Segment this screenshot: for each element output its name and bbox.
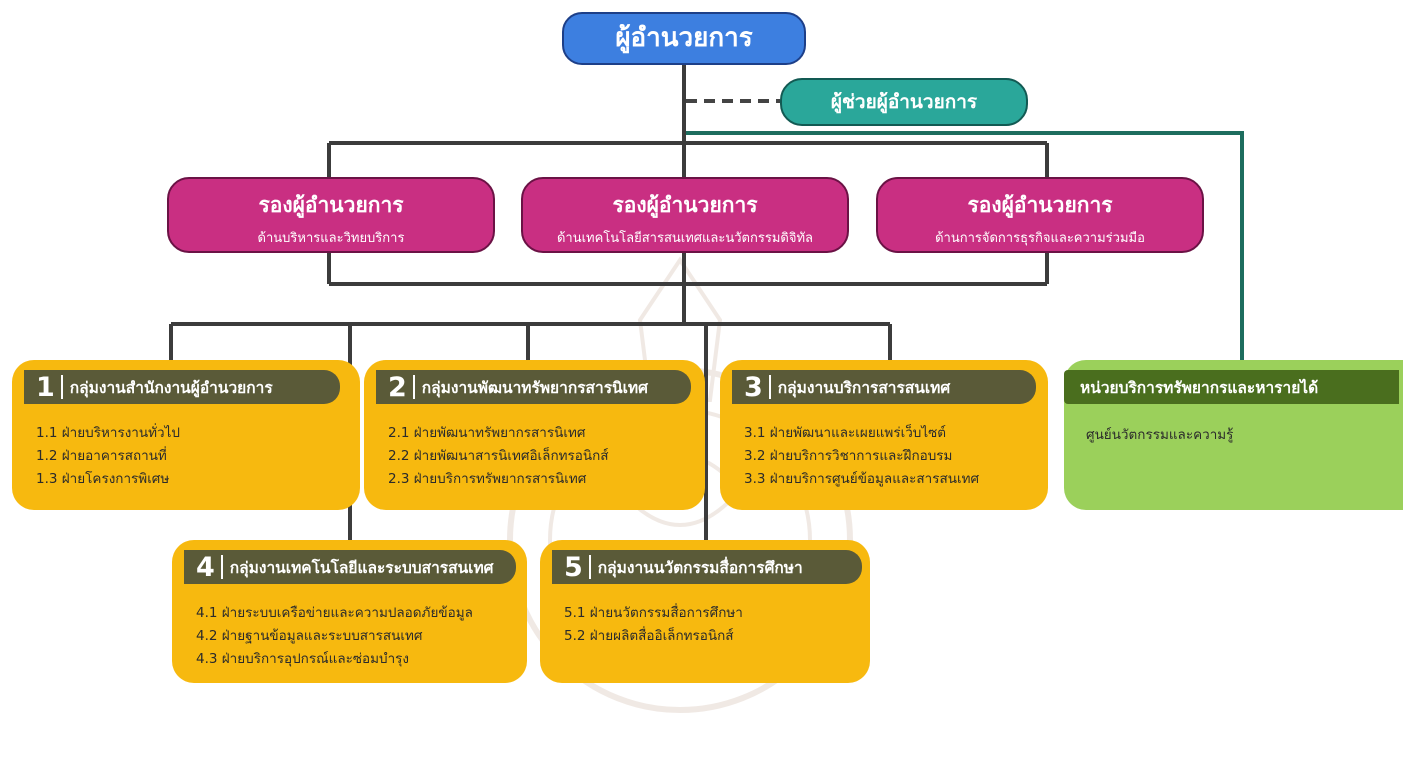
deputy-director-business-box: รองผู้อำนวยการ ด้านการจัดการธุรกิจและควา… (876, 177, 1204, 253)
list-item: 2.2 ฝ่ายพัฒนาสารนิเทศอิเล็กทรอนิกส์ (388, 448, 609, 464)
list-item: 5.1 ฝ่ายนวัตกรรมสื่อการศึกษา (564, 605, 743, 621)
list-item: 1.1 ฝ่ายบริหารงานทั่วไป (36, 425, 180, 441)
deputy-title: รองผู้อำนวยการ (258, 193, 404, 217)
group-title: กลุ่มงานบริการสารสนเทศ (777, 378, 951, 397)
revenue-unit-box: หน่วยบริการทรัพยากรและหารายได้ ศูนย์นวัต… (1064, 360, 1403, 510)
list-item: 4.3 ฝ่ายบริการอุปกรณ์และซ่อมบำรุง (196, 651, 410, 667)
group-5-box: 5 กลุ่มงานนวัตกรรมสื่อการศึกษา 5.1 ฝ่ายน… (540, 540, 870, 683)
assistant-director-title: ผู้ช่วยผู้อำนวยการ (830, 91, 978, 113)
group-header: 4 กลุ่มงานเทคโนโลยีและระบบสารสนเทศ (184, 550, 516, 584)
group-3-box: 3 กลุ่มงานบริการสารสนเทศ 3.1 ฝ่ายพัฒนาแล… (720, 360, 1048, 510)
group-1-box: 1 กลุ่มงานสำนักงานผู้อำนวยการ 1.1 ฝ่ายบร… (12, 360, 360, 510)
group-title: กลุ่มงานนวัตกรรมสื่อการศึกษา (597, 558, 803, 577)
group-number: 4 (196, 551, 215, 583)
list-item: 3.2 ฝ่ายบริการวิชาการและฝึกอบรม (744, 448, 953, 464)
group-item-list: 2.1 ฝ่ายพัฒนาทรัพยากรสารนิเทศ 2.2 ฝ่ายพั… (388, 422, 609, 491)
group-header: 3 กลุ่มงานบริการสารสนเทศ (732, 370, 1036, 404)
deputy-subtitle: ด้านบริหารและวิทยบริการ (257, 231, 405, 246)
unit-item-list: ศูนย์นวัตกรรมและความรู้ (1086, 424, 1233, 447)
group-item-list: 1.1 ฝ่ายบริหารงานทั่วไป 1.2 ฝ่ายอาคารสถา… (36, 422, 180, 491)
group-item-list: 3.1 ฝ่ายพัฒนาและเผยแพร่เว็บไซต์ 3.2 ฝ่าย… (744, 422, 979, 491)
list-item: 1.2 ฝ่ายอาคารสถานที่ (36, 448, 167, 464)
unit-title: หน่วยบริการทรัพยากรและหารายได้ (1080, 378, 1319, 397)
deputy-subtitle: ด้านเทคโนโลยีสารสนเทศและนวัตกรรมดิจิทัล (556, 231, 814, 246)
list-item: 3.1 ฝ่ายพัฒนาและเผยแพร่เว็บไซต์ (744, 425, 947, 441)
director-box: ผู้อำนวยการ (562, 12, 806, 65)
group-2-box: 2 กลุ่มงานพัฒนาทรัพยากรสารนิเทศ 2.1 ฝ่าย… (364, 360, 705, 510)
header-divider (60, 375, 63, 399)
group-4-box: 4 กลุ่มงานเทคโนโลยีและระบบสารสนเทศ 4.1 ฝ… (172, 540, 527, 683)
list-item: 5.2 ฝ่ายผลิตสื่ออิเล็กทรอนิกส์ (564, 628, 734, 644)
assistant-director-box: ผู้ช่วยผู้อำนวยการ (780, 78, 1028, 126)
list-item: 4.1 ฝ่ายระบบเครือข่ายและความปลอดภัยข้อมู… (196, 605, 473, 621)
group-title: กลุ่มงานพัฒนาทรัพยากรสารนิเทศ (421, 378, 648, 397)
group-header: 5 กลุ่มงานนวัตกรรมสื่อการศึกษา (552, 550, 862, 584)
group-title: กลุ่มงานสำนักงานผู้อำนวยการ (69, 378, 273, 397)
group-item-list: 5.1 ฝ่ายนวัตกรรมสื่อการศึกษา 5.2 ฝ่ายผลิ… (564, 602, 743, 648)
header-divider (588, 555, 591, 579)
deputy-subtitle: ด้านการจัดการธุรกิจและความร่วมมือ (935, 231, 1145, 246)
header-divider (220, 555, 223, 579)
deputy-director-admin-box: รองผู้อำนวยการ ด้านบริหารและวิทยบริการ (167, 177, 495, 253)
group-number: 2 (388, 371, 407, 403)
list-item: 4.2 ฝ่ายฐานข้อมูลและระบบสารสนเทศ (196, 628, 423, 644)
deputy-director-it-box: รองผู้อำนวยการ ด้านเทคโนโลยีสารสนเทศและน… (521, 177, 849, 253)
list-item: 1.3 ฝ่ายโครงการพิเศษ (36, 471, 170, 487)
group-item-list: 4.1 ฝ่ายระบบเครือข่ายและความปลอดภัยข้อมู… (196, 602, 473, 671)
header-divider (768, 375, 771, 399)
group-number: 5 (564, 551, 583, 583)
group-number: 3 (744, 371, 763, 403)
list-item: ศูนย์นวัตกรรมและความรู้ (1086, 427, 1234, 443)
list-item: 3.3 ฝ่ายบริการศูนย์ข้อมูลและสารสนเทศ (744, 471, 980, 487)
deputy-title: รองผู้อำนวยการ (967, 193, 1113, 217)
group-number: 1 (36, 371, 55, 403)
group-header: 1 กลุ่มงานสำนักงานผู้อำนวยการ (24, 370, 340, 404)
deputy-title: รองผู้อำนวยการ (612, 193, 758, 217)
unit-header: หน่วยบริการทรัพยากรและหารายได้ (1064, 370, 1399, 404)
director-title: ผู้อำนวยการ (615, 23, 753, 53)
list-item: 2.3 ฝ่ายบริการทรัพยากรสารนิเทศ (388, 471, 587, 487)
header-divider (412, 375, 415, 399)
list-item: 2.1 ฝ่ายพัฒนาทรัพยากรสารนิเทศ (388, 425, 586, 441)
group-title: กลุ่มงานเทคโนโลยีและระบบสารสนเทศ (229, 558, 494, 577)
group-header: 2 กลุ่มงานพัฒนาทรัพยากรสารนิเทศ (376, 370, 691, 404)
